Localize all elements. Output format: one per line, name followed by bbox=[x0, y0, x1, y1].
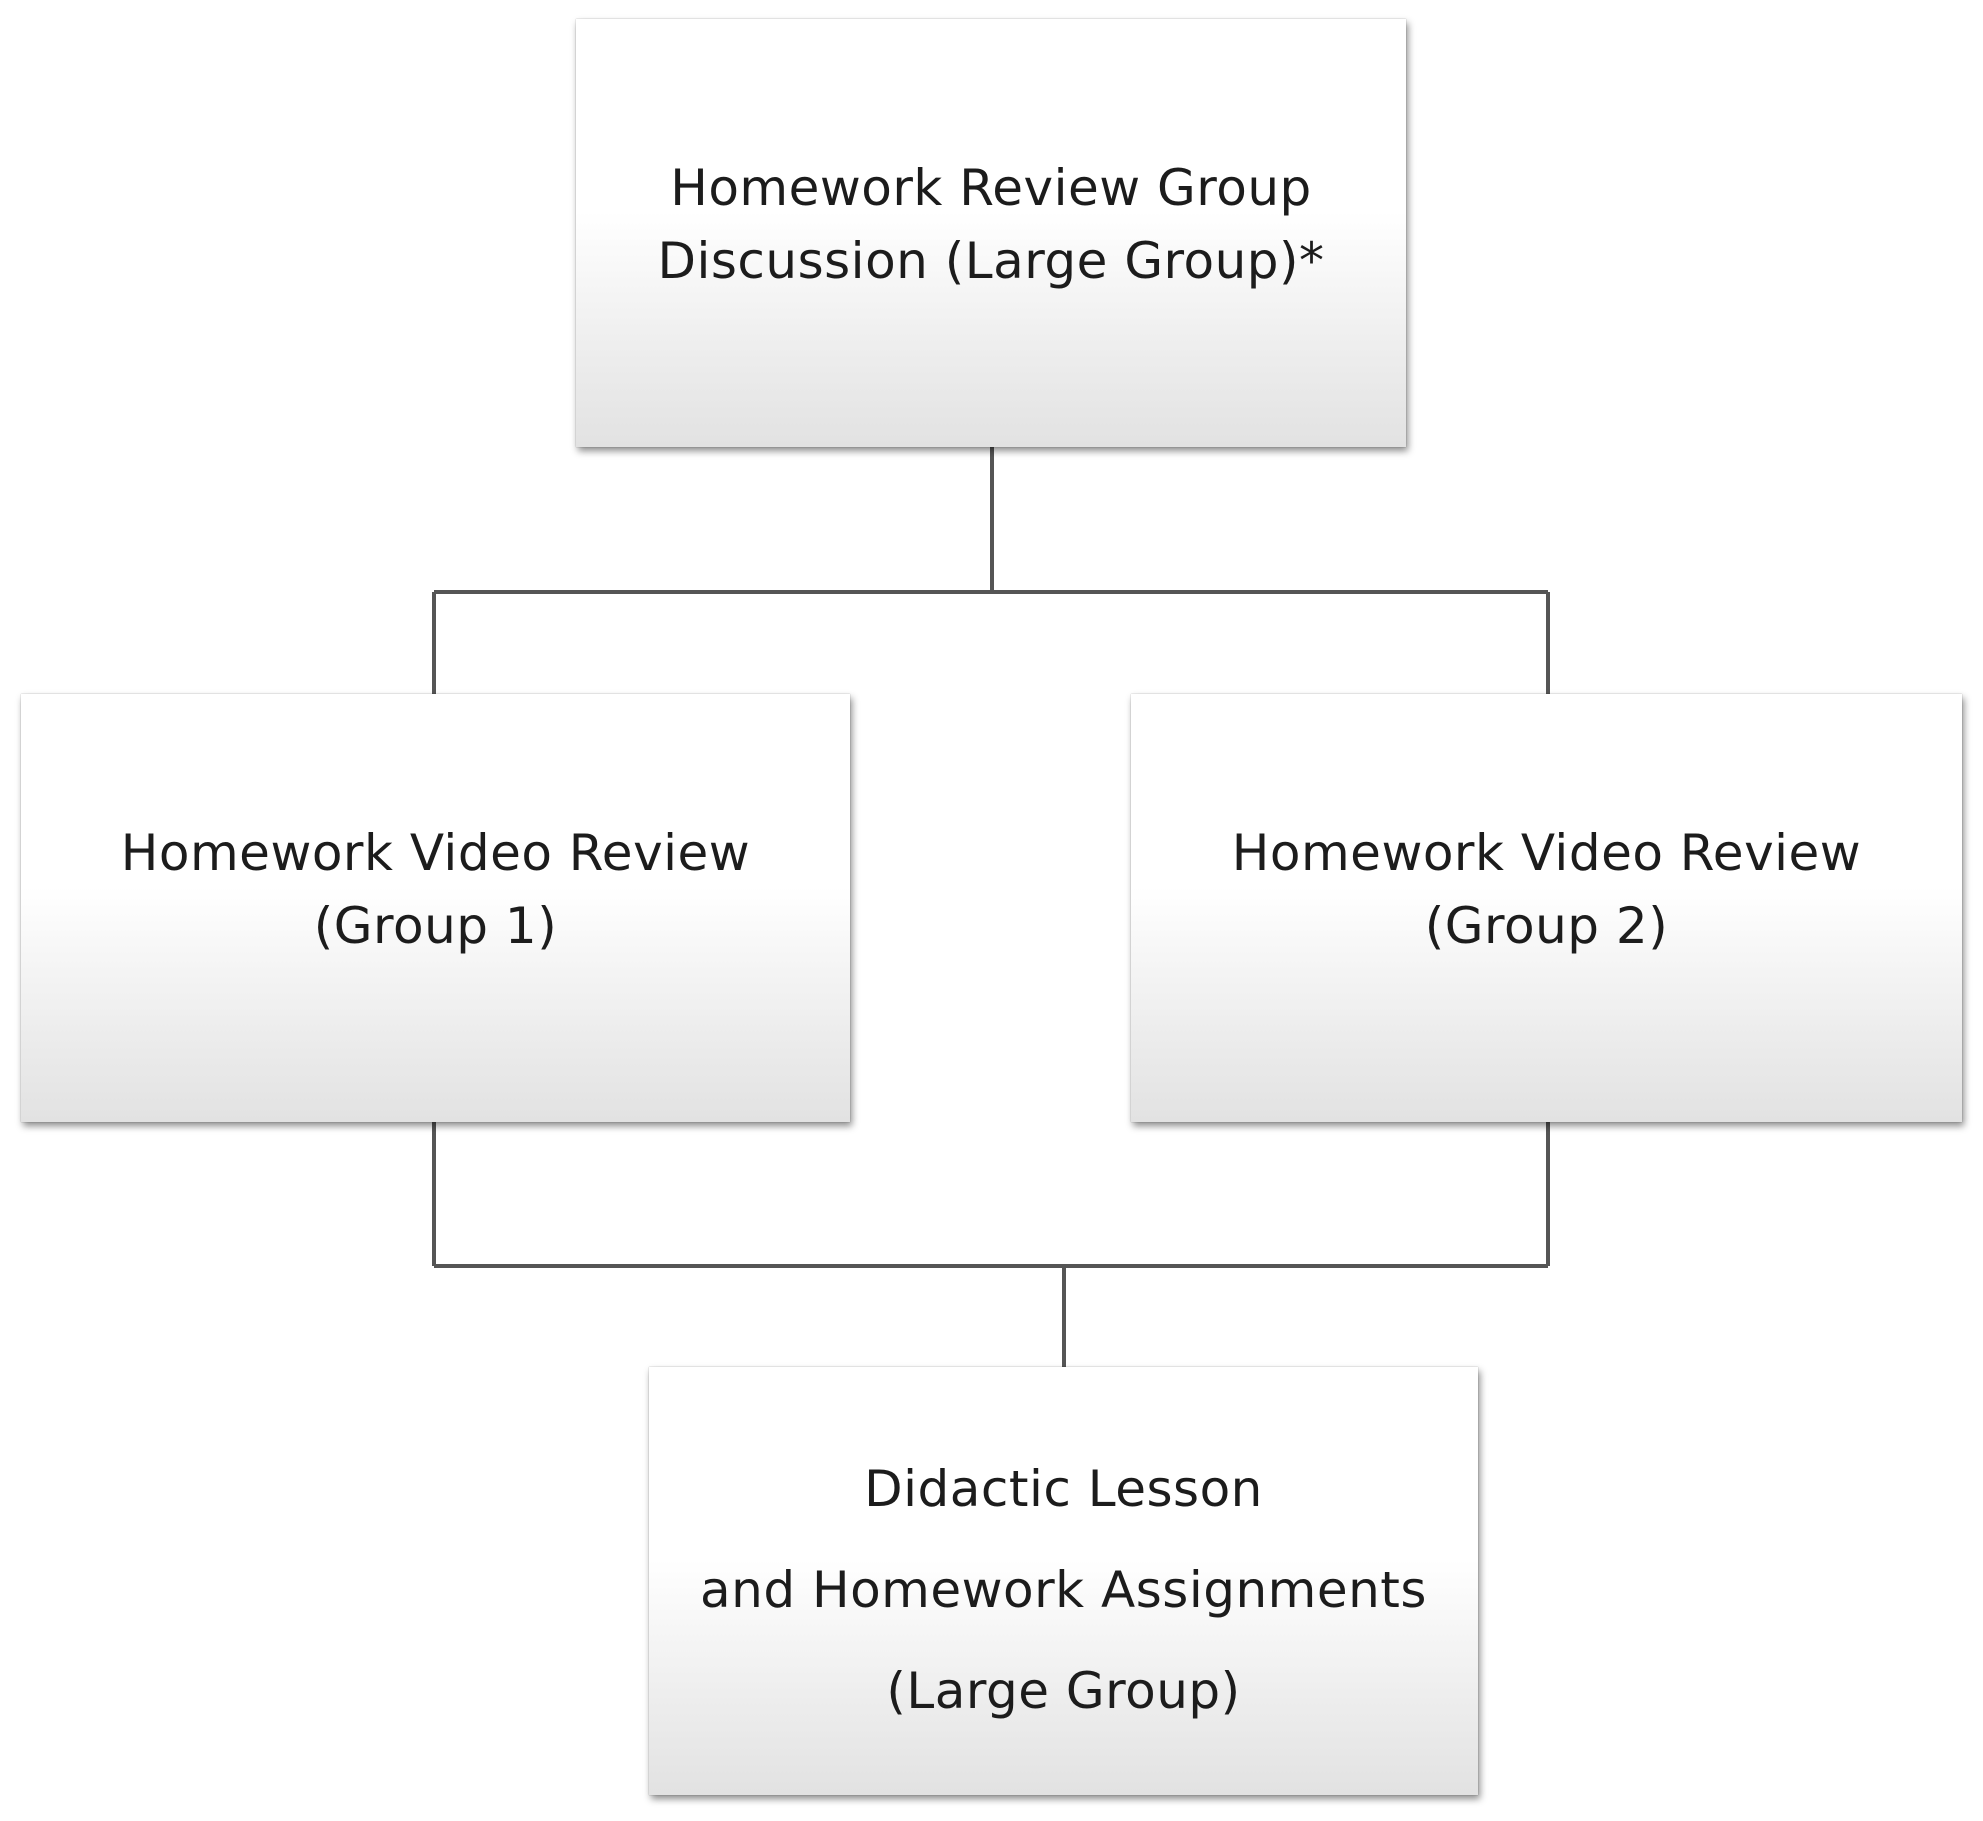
node-label-line: Didactic Lesson bbox=[864, 1460, 1263, 1518]
node-label-line: Homework Video Review bbox=[1231, 824, 1862, 882]
node-didactic-lesson: Didactic Lesson and Homework Assignments… bbox=[649, 1367, 1478, 1795]
node-label-line: (Group 2) bbox=[1424, 897, 1669, 955]
node-label-line: and Homework Assignments bbox=[700, 1561, 1427, 1619]
node-homework-video-review-group-2: Homework Video Review (Group 2) bbox=[1131, 694, 1962, 1122]
node-label-line: (Group 1) bbox=[313, 897, 558, 955]
node-label-line: Homework Video Review bbox=[120, 824, 751, 882]
node-homework-review-group-discussion: Homework Review Group Discussion (Large … bbox=[576, 19, 1406, 447]
node-label-line: Homework Review Group bbox=[670, 159, 1312, 217]
node-label-line: (Large Group) bbox=[886, 1662, 1241, 1720]
node-label-line: Discussion (Large Group)* bbox=[657, 232, 1325, 290]
node-homework-video-review-group-1: Homework Video Review (Group 1) bbox=[21, 694, 850, 1122]
